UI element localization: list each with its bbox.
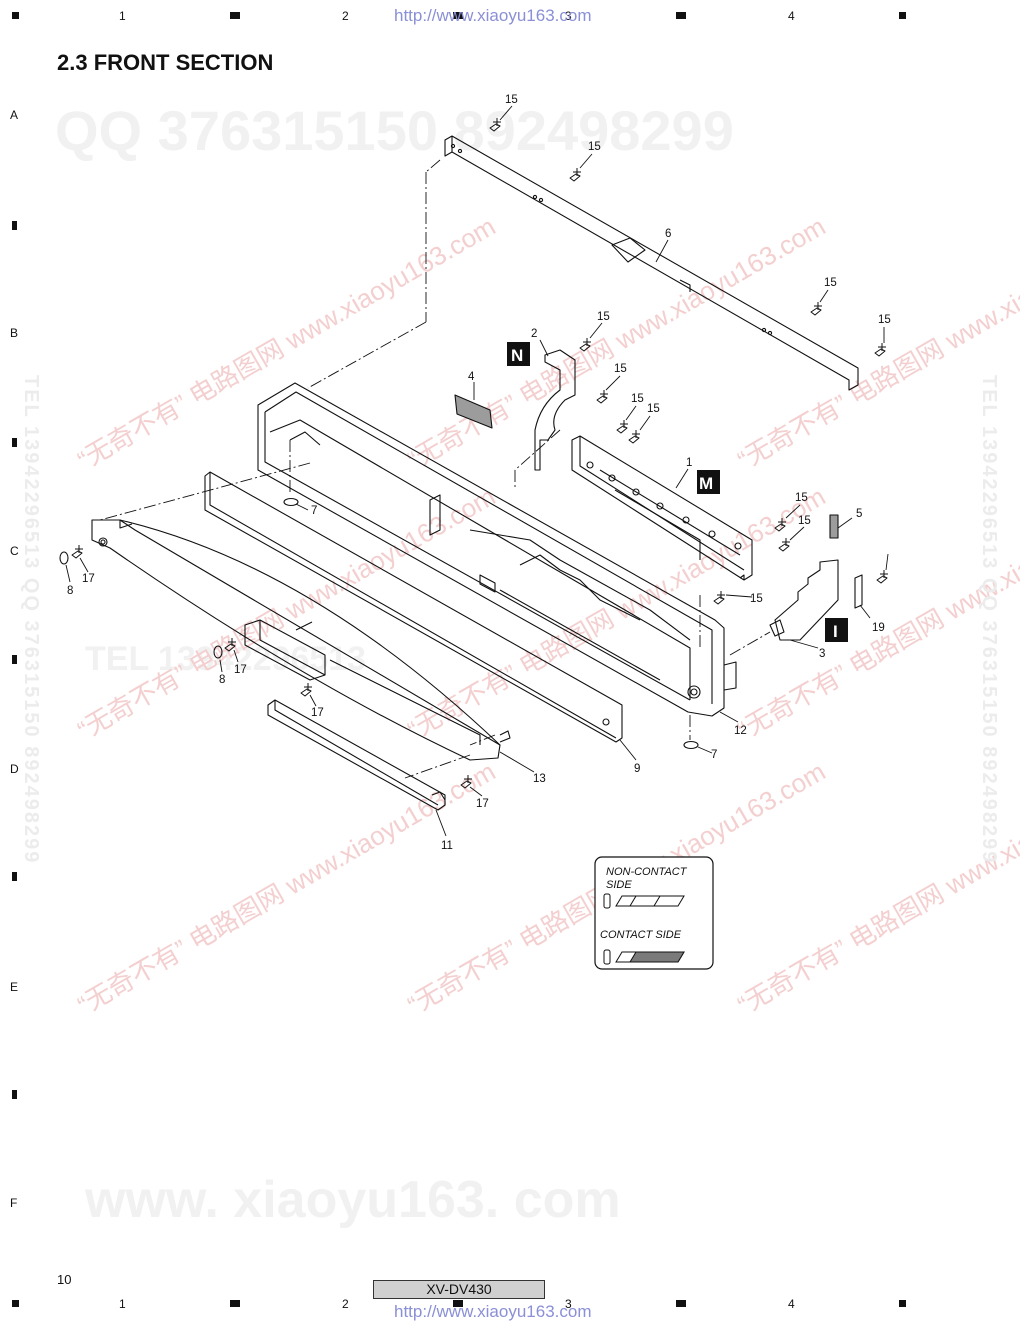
row-mark — [12, 1090, 17, 1099]
svg-text:N: N — [511, 346, 523, 365]
part-label: 15 — [647, 403, 660, 415]
part-label: 2 — [531, 328, 537, 340]
row-mark — [12, 872, 17, 881]
part-label: 11 — [441, 840, 453, 852]
legend-non-contact: NON-CONTACT SIDE — [606, 866, 690, 891]
border-mark — [230, 12, 240, 19]
legend-non-contact-line2: SIDE — [606, 879, 632, 891]
tag-m: M — [697, 470, 720, 494]
page-number: 10 — [57, 1272, 72, 1287]
part-label: 15 — [505, 94, 518, 106]
col-number-4: 4 — [788, 9, 795, 23]
part-label: 15 — [588, 141, 601, 153]
watermark-site-big: www. xiaoyu163. com — [85, 1171, 621, 1229]
col-number-2-bottom: 2 — [342, 1297, 349, 1311]
row-letter-b: B — [10, 326, 19, 340]
row-mark — [12, 221, 17, 230]
border-mark — [676, 1300, 686, 1307]
part-label: 5 — [856, 508, 862, 520]
part-label: 1 — [686, 457, 692, 469]
part-label: 13 — [533, 773, 546, 785]
svg-text:I: I — [833, 622, 838, 641]
row-letter-e: E — [10, 980, 19, 994]
col-number-1-bottom: 1 — [119, 1297, 126, 1311]
row-letter-c: C — [10, 544, 19, 558]
col-number-4-bottom: 4 — [788, 1297, 795, 1311]
legend-non-contact-line1: NON-CONTACT — [606, 866, 688, 878]
row-letter-d: D — [10, 762, 19, 776]
part-label: 15 — [878, 314, 891, 326]
part-label: 15 — [824, 277, 837, 289]
border-mark — [453, 1300, 463, 1307]
row-mark — [12, 438, 17, 447]
border-mark — [676, 12, 686, 19]
part-label: 15 — [798, 515, 811, 527]
page-title: 2.3 FRONT SECTION — [57, 50, 274, 75]
part-label: 7 — [711, 749, 717, 761]
tag-i: I — [825, 618, 848, 642]
header-url[interactable]: http://www.xiaoyu163.com — [394, 6, 592, 25]
part-label: 17 — [476, 798, 489, 810]
model-name: XV-DV430 — [373, 1280, 545, 1299]
part-label: 15 — [614, 363, 627, 375]
legend-box: NON-CONTACT SIDE CONTACT SIDE — [594, 856, 714, 970]
border-mark — [230, 1300, 240, 1307]
part-label: 12 — [734, 725, 747, 737]
watermark-qq: QQ 376315150 892498299 — [55, 99, 734, 162]
border-mark — [899, 12, 906, 19]
part-label: 6 — [665, 228, 671, 240]
part-label: 15 — [631, 393, 644, 405]
footer-url[interactable]: http://www.xiaoyu163.com — [394, 1302, 592, 1321]
part-label: 7 — [311, 505, 317, 517]
row-letter-f: F — [10, 1196, 18, 1210]
border-mark — [453, 12, 463, 19]
part-label: 4 — [468, 371, 475, 383]
border-mark — [12, 1300, 19, 1307]
col-number-3: 3 — [565, 9, 572, 23]
row-letter-a: A — [10, 108, 19, 122]
part-label: 17 — [82, 573, 95, 585]
legend-contact: CONTACT SIDE — [600, 929, 682, 941]
part-label: 19 — [872, 622, 885, 634]
col-number-1: 1 — [119, 9, 126, 23]
part-label: 3 — [819, 648, 825, 660]
part-label: 8 — [67, 585, 73, 597]
part-label: 15 — [597, 311, 610, 323]
part-label: 9 — [634, 763, 640, 775]
part-label: 17 — [234, 664, 247, 676]
border-mark — [899, 1300, 906, 1307]
part-label: 15 — [750, 593, 763, 605]
part-label: 15 — [795, 492, 808, 504]
row-mark — [12, 655, 17, 664]
col-number-3-bottom: 3 — [565, 1297, 572, 1311]
svg-text:M: M — [699, 474, 713, 493]
col-number-2: 2 — [342, 9, 349, 23]
border-mark — [12, 12, 19, 19]
part-label: 17 — [311, 707, 324, 719]
part-label: 8 — [219, 674, 225, 686]
tag-n: N — [507, 342, 530, 366]
